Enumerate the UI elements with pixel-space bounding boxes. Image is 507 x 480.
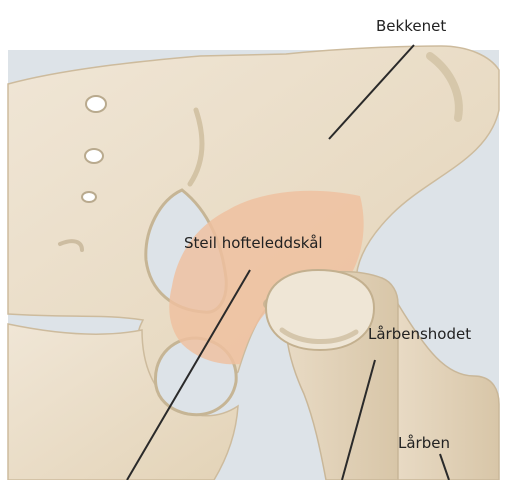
sacral-foramen-1 xyxy=(86,96,106,112)
femoral-head-label: Lårbenshodet xyxy=(368,327,471,342)
pelvis-label: Bekkenet xyxy=(376,19,446,34)
sacral-foramen-2 xyxy=(85,149,103,163)
femur-label: Lårben xyxy=(398,436,450,451)
femoral-head xyxy=(266,270,374,350)
steep-socket-label: Steil hofteleddskål xyxy=(184,236,323,251)
sacral-foramen-3 xyxy=(82,192,96,202)
